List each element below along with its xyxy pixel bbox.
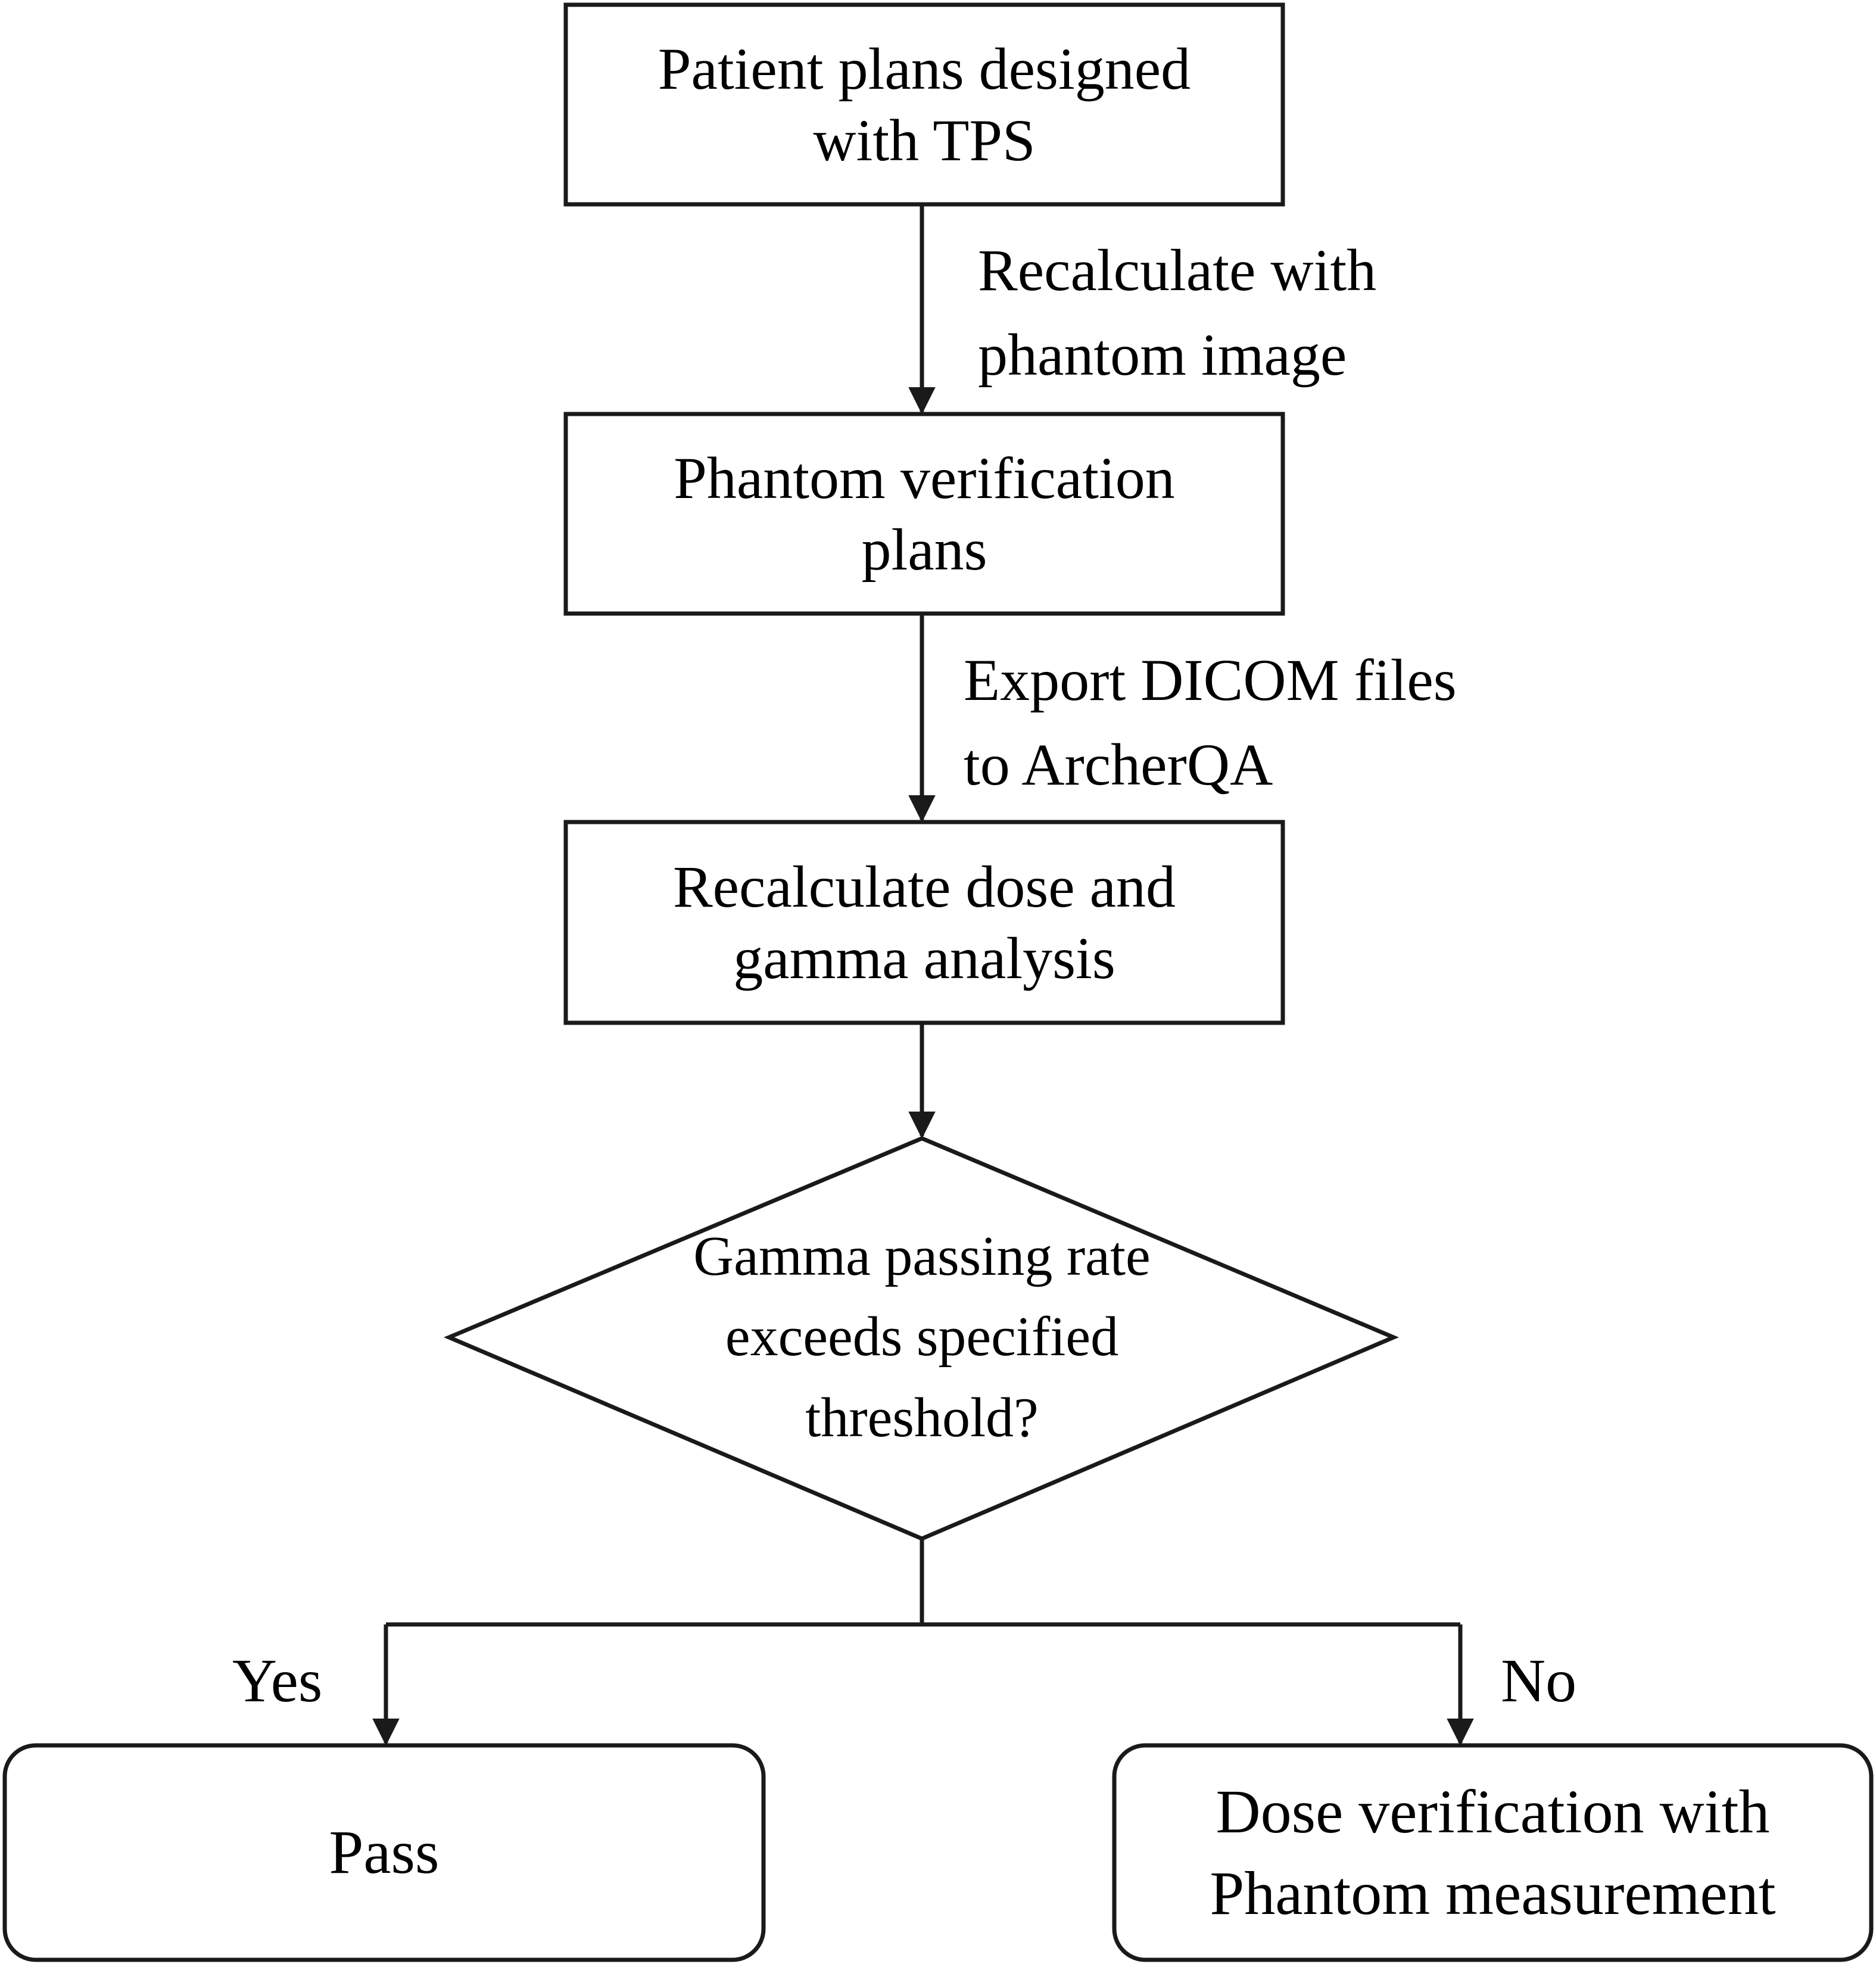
- terminal-pass-label: Pass: [329, 1817, 440, 1887]
- box-patient-plans: [563, 2, 1285, 207]
- edge-label-yes-text: Yes: [232, 1646, 323, 1715]
- node-phantom-plans-text: Phantom verification plans: [566, 414, 1283, 614]
- node-patient-plans-line2: with TPS: [813, 107, 1036, 173]
- box-phantom-plans: [563, 412, 1285, 616]
- terminal-phantom-measurement-text: Dose verification with Phantom measureme…: [1114, 1745, 1871, 1960]
- edge-label-yes: Yes: [232, 1637, 322, 1725]
- edge-label-recalculate: Recalculate with phantom image: [978, 228, 1376, 397]
- node-patient-plans-text: Patient plans designed with TPS: [566, 5, 1283, 204]
- decision-line2: exceeds specified: [725, 1306, 1119, 1368]
- edge-label-no-text: No: [1501, 1646, 1577, 1715]
- terminal-pass-text: Pass: [5, 1745, 764, 1960]
- decision-line3: threshold?: [805, 1386, 1039, 1449]
- node-phantom-plans-line2: plans: [861, 516, 987, 583]
- edge-label-recalculate-line1: Recalculate with: [978, 237, 1377, 303]
- node-recalculate-dose-line2: gamma analysis: [733, 925, 1115, 991]
- terminal-phantom-measurement-line1: Dose verification with: [1216, 1777, 1770, 1846]
- decision-text: Gamma passing rate exceeds specified thr…: [624, 1225, 1220, 1449]
- decision-line1: Gamma passing rate: [693, 1225, 1151, 1287]
- edge-label-export-line1: Export DICOM files: [964, 647, 1457, 713]
- node-phantom-plans-line1: Phantom verification: [674, 444, 1175, 511]
- node-patient-plans-line1: Patient plans designed: [657, 35, 1191, 102]
- edge-label-no: No: [1501, 1637, 1576, 1725]
- edge-label-export-line2: to ArcherQA: [964, 732, 1273, 798]
- edge-label-export: Export DICOM files to ArcherQA: [964, 638, 1457, 807]
- terminal-phantom-measurement-line2: Phantom measurement: [1210, 1859, 1776, 1928]
- terminal-phantom-measurement: [1112, 1743, 1874, 1962]
- node-recalculate-dose-text: Recalculate dose and gamma analysis: [566, 822, 1283, 1023]
- node-recalculate-dose-line1: Recalculate dose and: [672, 853, 1176, 920]
- edge-label-recalculate-line2: phantom image: [978, 322, 1347, 388]
